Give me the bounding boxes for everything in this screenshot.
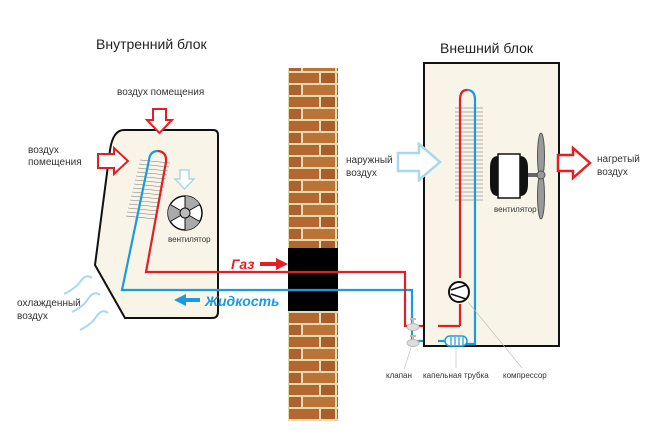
gas-flow-arrow [260,258,288,270]
indoor-fan-icon [167,195,203,231]
indoor-coil-gas [144,149,438,328]
heated-air-label-1: нагретый [597,154,640,165]
compressor-label: компрессор [503,371,547,380]
outdoor-coil-gas [458,88,468,326]
indoor-air-side-label-1: воздух [28,145,59,156]
indoor-coil-fins [125,159,171,220]
outdoor-coil-liquid [466,88,477,346]
capillary-tube-icon [444,335,468,347]
cooled-air-waves-icon [63,275,109,331]
outside-air-label-1: наружный [346,155,393,166]
outside-air-label-2: воздух [346,168,377,179]
indoor-air-top-label: воздух помещения [117,87,205,98]
heated-air-label-2: воздух [597,167,628,178]
compressor-icon [448,281,470,303]
brick-wall [288,68,338,421]
outdoor-unit-title: Внешний блок [440,40,533,56]
cooled-air-label-2: воздух [17,311,48,322]
fan-air-arrow [173,169,196,191]
gas-valve-icon[interactable] [406,318,420,331]
indoor-unit-title: Внутренний блок [96,36,207,52]
compressor-leader-line [467,301,523,369]
liquid-flow-arrow [174,294,200,306]
outdoor-fan-icon [490,132,546,220]
cooled-air-label-1: охлажденный [17,298,81,309]
liquid-valve-icon[interactable] [406,335,420,347]
air-in-side-arrow [97,145,130,177]
outdoor-fan-label: вентилятор [494,205,537,214]
valve-label: клапан [386,371,412,380]
indoor-fan-label: вентилятор [168,235,211,244]
wall-penetration [288,248,338,311]
valve-leader-line [403,347,412,370]
air-in-top-arrow [144,108,175,135]
outdoor-unit-body [423,62,560,347]
heated-air-arrow [556,145,592,181]
gas-label: Газ [231,256,255,272]
liquid-label: Жидкость [205,293,280,309]
capillary-label: капельная трубка [423,371,489,380]
indoor-air-side-label-2: помещения [28,157,82,168]
indoor-coil-liquid [120,149,438,343]
outside-air-arrow [396,141,442,183]
